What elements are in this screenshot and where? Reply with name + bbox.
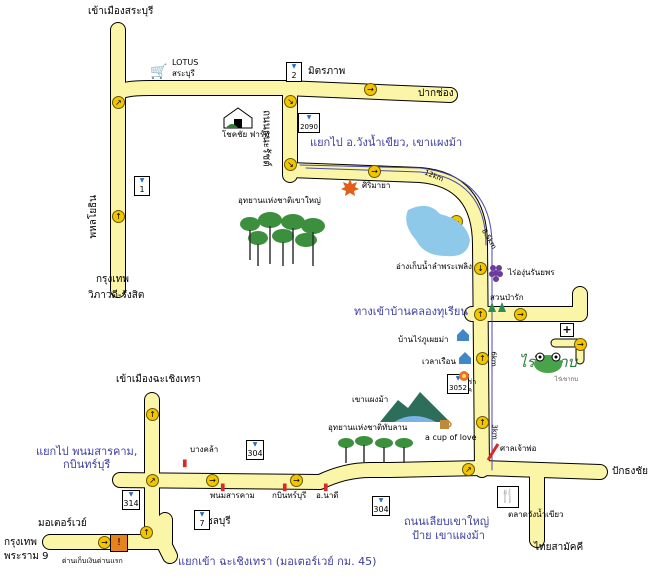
shopping-cart-icon: 🛒: [150, 64, 168, 80]
label-suan-pa-rak: สวนป่ารัก: [490, 293, 524, 302]
mountain-icon: [380, 392, 450, 422]
label-thap-lan-np: อุทยานแห่งชาติทับลาน: [328, 423, 408, 432]
arrow-icon: ↑: [112, 210, 125, 223]
arrow-icon: →: [574, 338, 587, 351]
brand-small: ไร่เขากบ: [554, 376, 578, 383]
label-toll-gate: ด่านเก็บเงินด่านแรก: [62, 557, 123, 565]
label-prachin-road: ปักธงชัย: [612, 466, 649, 477]
farm-icon: [223, 107, 253, 129]
label-bang-khla: บางคล้า: [190, 445, 219, 454]
label-cup-of-love: a cup of love: [425, 433, 477, 442]
route-shield-314: ▼314: [122, 490, 140, 510]
label-pak-chong: ปากช่อง: [418, 88, 454, 99]
arrow-icon: →: [514, 308, 527, 321]
house-icon: [457, 329, 469, 341]
arrow-icon: ↘: [284, 158, 297, 171]
label-lotus-saraburi: สระบุรี: [172, 69, 195, 78]
arrow-icon: ↗: [462, 463, 475, 476]
label-mittraphap: มิตรภาพ: [308, 66, 346, 77]
arrow-icon: ↑: [146, 408, 159, 421]
flower-icon: [459, 371, 469, 381]
label-chokchai-farm: โชคชัย ฟาร์ม: [222, 130, 270, 139]
label-chonburi: ชลบุรี: [206, 516, 231, 527]
flag-icon: ▮: [282, 482, 288, 493]
route-shield-304b: ▼304: [372, 496, 390, 516]
label-ban-rai-phu: บ้านไร่ภูเผยม่า: [398, 335, 449, 344]
arrow-icon: ↑: [474, 308, 487, 321]
distance-6km: 6km: [489, 351, 498, 367]
direction-road-khao-yai-1: ถนนเลียบเขาใหญ่: [404, 515, 490, 528]
route-shield-2090: ▼2090: [298, 113, 320, 133]
shrine-icon: [486, 443, 500, 461]
label-khao-phaeng-ma: เขาแผงม้า: [352, 395, 389, 404]
flag-icon: ▮: [220, 482, 226, 493]
arrow-icon: ↑: [476, 352, 489, 365]
label-bangkok-top: กรุงเทพ: [96, 274, 129, 285]
forest-icon: [338, 436, 413, 463]
direction-road-khao-yai-2: ป้าย เขาแผงม้า: [412, 529, 485, 542]
label-wang-nam-khiao-market: ตลาดวังน้ำเขียว: [508, 510, 564, 519]
arrow-icon: →: [290, 474, 303, 487]
lake-icon: [406, 205, 470, 257]
label-khao-yai-np: อุทยานแห่งชาติเขาใหญ่: [238, 196, 321, 205]
route-shield-7: ▼7: [194, 510, 210, 530]
tree-icon: [488, 302, 506, 312]
label-san-chao-pho: ศาลเจ้าพ่อ: [500, 444, 537, 453]
label-to-saraburi: เข้าเมืองสระบุรี: [88, 6, 154, 17]
label-sirimaya: ศิริมายา: [362, 181, 391, 190]
flag-icon: ▮: [323, 482, 329, 493]
flag-icon: ▮: [182, 458, 188, 469]
restaurant-icon: 🍴: [497, 486, 519, 508]
direction-chachoengsao: แยกเข้า ฉะเชิงเทรา (มอเตอร์เวย์ กม. 45): [178, 555, 377, 568]
hospital-icon: +: [560, 323, 574, 337]
arrow-icon: ↓: [474, 262, 487, 275]
arrow-icon: ↑: [476, 416, 489, 429]
label-bangkok-bottom: กรุงเทพ: [4, 537, 37, 548]
distance-3km: 3km: [490, 424, 499, 440]
label-thai-samakkhi: ไทยสามัคคี: [534, 542, 584, 553]
label-phanom-sarakham: พนมสารคาม: [210, 491, 255, 500]
maple-leaf-icon: [341, 179, 359, 196]
toll-gate-icon: !: [110, 534, 128, 552]
label-lotus: LOTUS: [172, 58, 199, 67]
arrow-icon: ↗: [146, 474, 159, 487]
label-lam-phra-phloeng: อ่างเก็บน้ำลำพระเพลิง: [396, 262, 472, 271]
frog-logo-icon: ไร่เขากบ ไร่เขากบ: [518, 350, 578, 402]
arrow-icon: →: [368, 165, 381, 178]
label-rama9: พระราม 9: [4, 551, 49, 562]
arrow-icon: ↑: [140, 526, 153, 539]
arrow-icon: →: [206, 474, 219, 487]
route-shield-1: ▼1: [134, 176, 150, 196]
direction-wang-nam-khiao: แยกไป อ.วังน้ำเขียว, เขาแผงม้า: [310, 136, 463, 149]
route-shield-304a: ▼304: [246, 440, 264, 460]
label-wela-rueon: เวลาเรือน: [422, 357, 456, 366]
forest-icon: [240, 212, 325, 266]
label-thanarat: ถนนธนะรัชต์: [260, 110, 272, 167]
arrow-icon: ↘: [284, 95, 297, 108]
grape-icon: [489, 265, 503, 282]
label-vibhavadi: วิภาวดี-รังสิต: [88, 290, 145, 301]
label-to-chachoengsao-top: เข้าเมืองฉะเชิงเทรา: [116, 374, 202, 385]
arrow-icon: ↗: [112, 96, 125, 109]
direction-phanom-kabin: แยกไป พนมสารคาม, กบินทร์บุรี: [36, 445, 138, 471]
label-a-nadi: อ.นาดี: [316, 491, 339, 500]
route-shield-2: ▼2: [286, 62, 302, 82]
label-phahonyothin: พหลโยธิน: [88, 195, 99, 239]
direction-khlong-thueian: ทางเข้าบ้านคลองทุเรียน: [354, 305, 468, 318]
label-kabin-buri: กบินทร์บุรี: [272, 491, 307, 500]
arrow-icon: →: [98, 536, 111, 549]
label-rai-un-rak: ไร่องุ่นรันยพร: [508, 268, 555, 277]
house-icon: [459, 352, 471, 364]
label-motorway: มอเตอร์เวย์: [38, 518, 87, 529]
cup-icon: [440, 420, 452, 429]
arrow-icon: →: [364, 83, 377, 96]
